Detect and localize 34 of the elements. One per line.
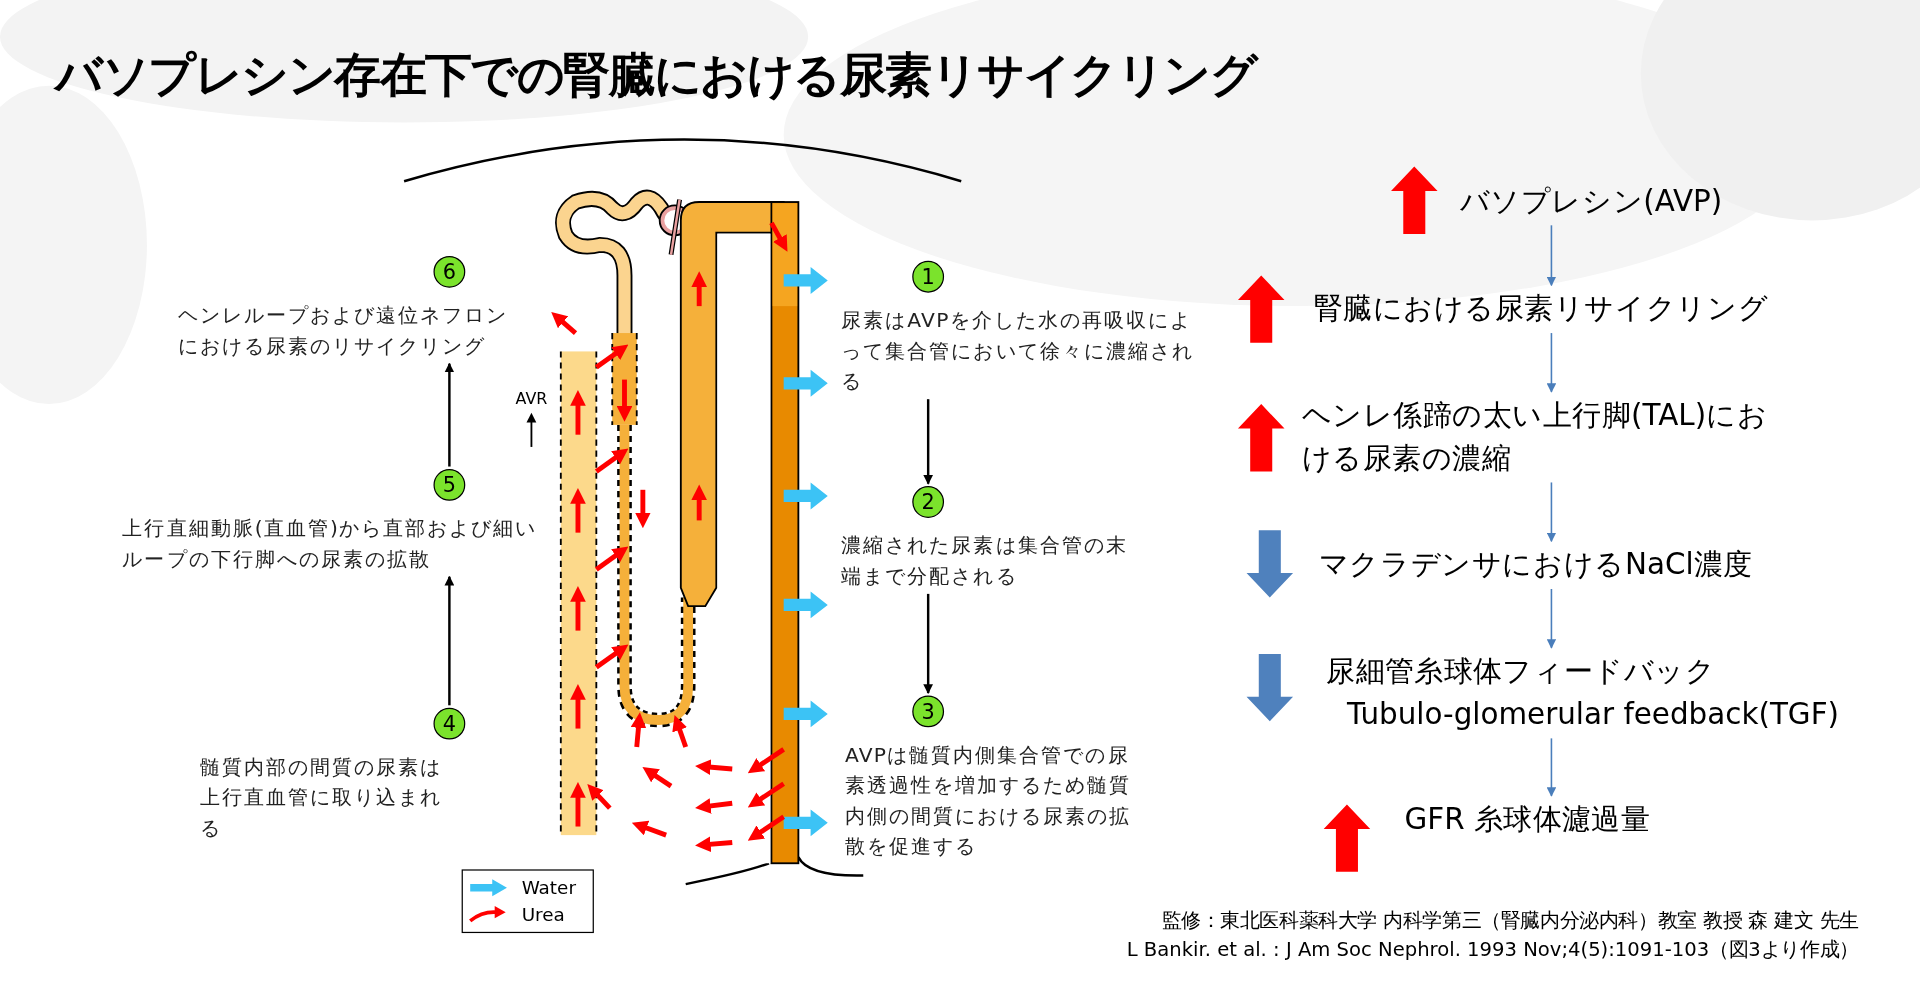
source-note: 監修：東北医科薬科大学 内科学第三（腎臓内分泌内科）教室 教授 森 建文 先生 <box>1161 908 1859 934</box>
step-description: ヘンレループおよび遠位ネフロンにおける尿素のリサイクリング <box>177 302 510 360</box>
step-description: 上行直細動脈(直血管)から直部および細いループの下行脚への尿素の拡散 <box>122 515 539 573</box>
title: バソプレシン存在下での腎臓における尿素リサイクリング <box>55 46 1257 104</box>
flow-text: ヘンレ係蹄の太い上行脚(TAL)における尿素の濃縮 <box>1301 396 1769 478</box>
arrow <box>1546 332 1557 393</box>
legend-label: Water <box>521 876 576 899</box>
step-number: 4 <box>433 707 466 740</box>
source-note: L Bankir. et al. : J Am Soc Nephrol. 1993 Nov;4(5):1091-103（図3より作成） <box>1126 937 1859 964</box>
step-description: 濃縮された尿素は集合管の末端まで分配される <box>841 532 1129 590</box>
arrow <box>1546 588 1557 649</box>
arrow <box>923 399 934 485</box>
arrow <box>1546 481 1557 543</box>
arrow <box>923 593 934 695</box>
step-description: AVPは髄質内側集合管での尿素透過性を増加するため髄質内側の間質における尿素の拡散を促進する <box>844 742 1133 861</box>
legend-label: Urea <box>521 903 565 926</box>
arrow <box>444 362 455 467</box>
flow-text: 尿細管糸球体フィードバック <box>1326 652 1717 691</box>
arrow <box>444 575 455 706</box>
flow-text: GFR 糸球体濾過量 <box>1404 801 1651 839</box>
step-number: 3 <box>912 695 945 728</box>
flow-text: バソプレシン(AVP) <box>1459 182 1723 220</box>
step-number: 1 <box>912 260 945 293</box>
flow-text: Tubulo-glomerular feedback(TGF) <box>1346 695 1839 733</box>
arrow <box>1546 224 1557 287</box>
flow-text: 腎臓における尿素リサイクリング <box>1313 290 1769 328</box>
step-number: 5 <box>433 469 466 501</box>
step-description: 髄質内部の間質の尿素は上行直血管に取り込まれる <box>199 754 444 842</box>
flow-text: マクラデンサにおけるNaCl濃度 <box>1318 546 1753 584</box>
step-description: 尿素はAVPを介した水の再吸収によって集合管において徐々に濃縮される <box>841 307 1195 396</box>
arrow <box>1546 737 1557 797</box>
step-number: 2 <box>912 486 945 518</box>
part-label: AVR <box>515 389 548 408</box>
step-number: 6 <box>433 255 466 288</box>
